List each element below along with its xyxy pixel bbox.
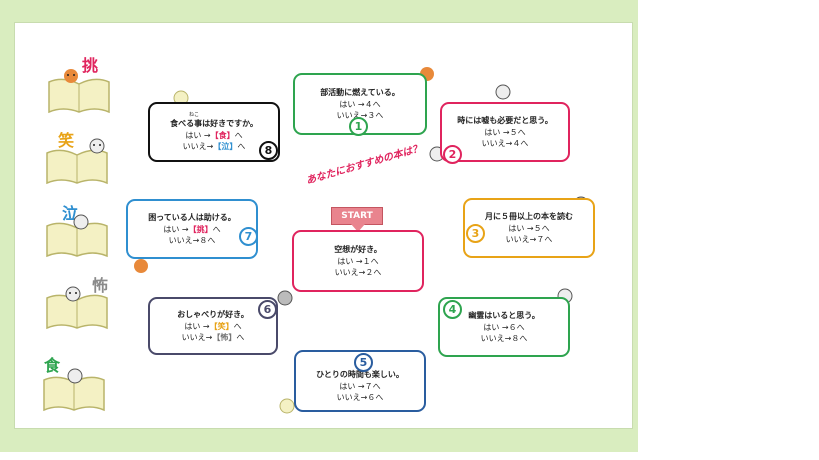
question-box-start: 空想が好き。 はい →１へ いいえ→２へ <box>292 230 424 292</box>
no-route: いいえ→【泣】へ <box>150 141 278 152</box>
no-route: いいえ→８へ <box>480 334 528 343</box>
book-label-cry: 泣 <box>62 204 79 223</box>
step-number-5: 5 <box>354 353 373 372</box>
book-label-food: 食 <box>44 356 61 375</box>
no-route: いいえ→３へ <box>336 111 384 120</box>
question-text: おしゃべりが好き。 <box>177 310 249 319</box>
yes-route: はい →【食】へ <box>150 130 278 141</box>
question-text: 困っている人は助ける。 <box>148 213 236 222</box>
yes-tag: 【挑】 <box>188 225 213 234</box>
cat-icon <box>64 69 78 83</box>
start-label: START <box>331 207 383 225</box>
step-number-4: 4 <box>443 300 462 319</box>
ruby-text: ねこ <box>188 111 199 118</box>
yes-route: はい →６へ <box>483 323 525 332</box>
book-icon-cry <box>45 218 109 258</box>
yes-suffix: へ <box>212 225 221 234</box>
no-route: いいえ→６へ <box>336 393 384 402</box>
yes-route: はい →【笑】へ <box>150 321 276 332</box>
cat-icon <box>277 290 293 306</box>
yes-tag: 【食】 <box>210 130 235 140</box>
no-prefix: いいえ→ <box>181 333 213 342</box>
question-box-3: 月に５冊以上の本を読む はい →５へ いいえ→７へ <box>463 198 595 258</box>
yes-route: はい →５へ <box>484 128 526 137</box>
question-text: 月に５冊以上の本を読む <box>485 212 573 221</box>
yes-suffix: へ <box>233 322 242 331</box>
cat-icon <box>65 286 81 302</box>
no-route: いいえ→２へ <box>334 268 382 277</box>
book-icon-laugh <box>45 145 109 185</box>
yes-route: はい →【挑】へ <box>128 224 256 235</box>
step-number-7: 7 <box>239 227 258 246</box>
no-route: いいえ→７へ <box>505 235 553 244</box>
cat-icon <box>67 368 83 384</box>
question-text: 時には嘘も必要だと思う。 <box>457 116 553 125</box>
step-number-3: 3 <box>466 224 485 243</box>
book-label-laugh: 笑 <box>58 131 75 150</box>
no-route: いいえ→【怖】へ <box>150 332 276 343</box>
yes-prefix: はい → <box>184 322 210 331</box>
question-box-7: 困っている人は助ける。 はい →【挑】へ いいえ→８へ <box>126 199 258 259</box>
step-number-2: 2 <box>443 145 462 164</box>
step-number-1: 1 <box>349 117 368 136</box>
cat-icon <box>89 138 105 154</box>
question-box-6: おしゃべりが好き。 はい →【笑】へ いいえ→【怖】へ <box>148 297 278 355</box>
yes-route: はい →１へ <box>337 257 379 266</box>
cat-icon <box>73 214 89 230</box>
no-route: いいえ→４へ <box>481 139 529 148</box>
book-icon-food <box>42 372 106 412</box>
step-number-8: 8 <box>259 141 278 160</box>
yes-prefix: はい → <box>185 130 211 140</box>
yes-route: はい →７へ <box>339 382 381 391</box>
no-tag: 【泣】 <box>213 141 238 151</box>
yes-suffix: へ <box>234 130 243 140</box>
question-text: 食べる事は好きですか。 <box>170 118 258 128</box>
start-arrow <box>351 224 365 232</box>
no-tag: 【怖】 <box>212 333 237 342</box>
cat-icon <box>134 259 148 273</box>
book-label-challenge: 挑 <box>82 56 99 75</box>
cat-icon <box>495 84 511 100</box>
step-number-6: 6 <box>258 300 277 319</box>
no-route: いいえ→８へ <box>168 236 216 245</box>
question-box-8: ねこ 食べる事は好きですか。 はい →【食】へ いいえ→【泣】へ <box>148 102 280 162</box>
no-prefix: いいえ→ <box>182 141 214 151</box>
question-text: 幽霊はいると思う。 <box>468 311 540 320</box>
yes-route: はい →５へ <box>508 224 550 233</box>
yes-route: はい →４へ <box>339 100 381 109</box>
no-suffix: へ <box>236 333 245 342</box>
question-text: 空想が好き。 <box>334 245 382 254</box>
no-suffix: へ <box>237 141 246 151</box>
yes-tag: 【笑】 <box>209 322 234 331</box>
question-text: 部活動に燃えている。 <box>320 88 400 97</box>
book-label-scary: 怖 <box>92 276 109 295</box>
yes-prefix: はい → <box>163 225 189 234</box>
question-text: ひとりの時間も楽しい。 <box>316 370 404 379</box>
